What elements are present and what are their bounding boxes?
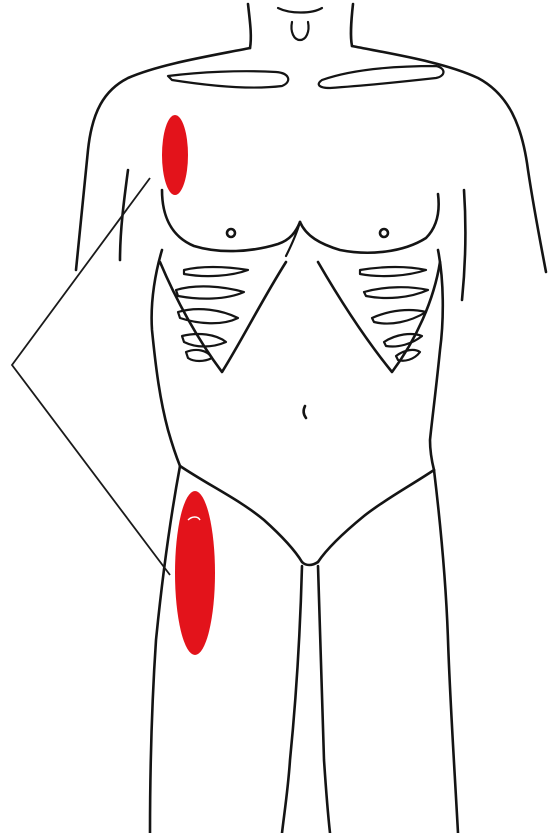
- right-shoulder-outline: [352, 46, 546, 272]
- chin-line: [278, 8, 322, 13]
- connector-bracket: [12, 178, 170, 575]
- left-pectoral-line: [162, 190, 300, 251]
- left-rib: [176, 286, 244, 298]
- right-rib: [360, 267, 426, 276]
- right-nipple: [380, 229, 388, 237]
- right-ribcage-arch: [318, 262, 440, 372]
- left-collarbone: [168, 71, 288, 87]
- neck-right-outline: [351, 4, 353, 46]
- left-nipple: [227, 229, 235, 237]
- neck-left-outline: [248, 4, 251, 48]
- right-inner-leg: [318, 566, 330, 833]
- navel: [304, 406, 306, 418]
- throat-mark: [291, 22, 308, 40]
- right-collarbone: [319, 66, 444, 88]
- right-rib: [372, 310, 426, 324]
- left-torso-side: [152, 250, 180, 466]
- right-ribs: [360, 267, 428, 361]
- thigh-region: [175, 491, 215, 655]
- right-groin-line: [318, 470, 434, 562]
- right-outer-leg: [434, 470, 458, 833]
- left-outer-leg: [150, 466, 180, 833]
- upper-arm-region: [162, 115, 188, 195]
- left-inner-leg: [282, 566, 302, 833]
- left-rib: [184, 267, 248, 276]
- right-inner-arm: [462, 190, 465, 300]
- right-pectoral-line: [300, 194, 439, 253]
- crotch-line: [302, 562, 318, 565]
- right-rib: [384, 334, 422, 347]
- body-outline: [76, 4, 546, 833]
- left-inner-arm: [120, 170, 128, 260]
- right-rib: [364, 287, 428, 298]
